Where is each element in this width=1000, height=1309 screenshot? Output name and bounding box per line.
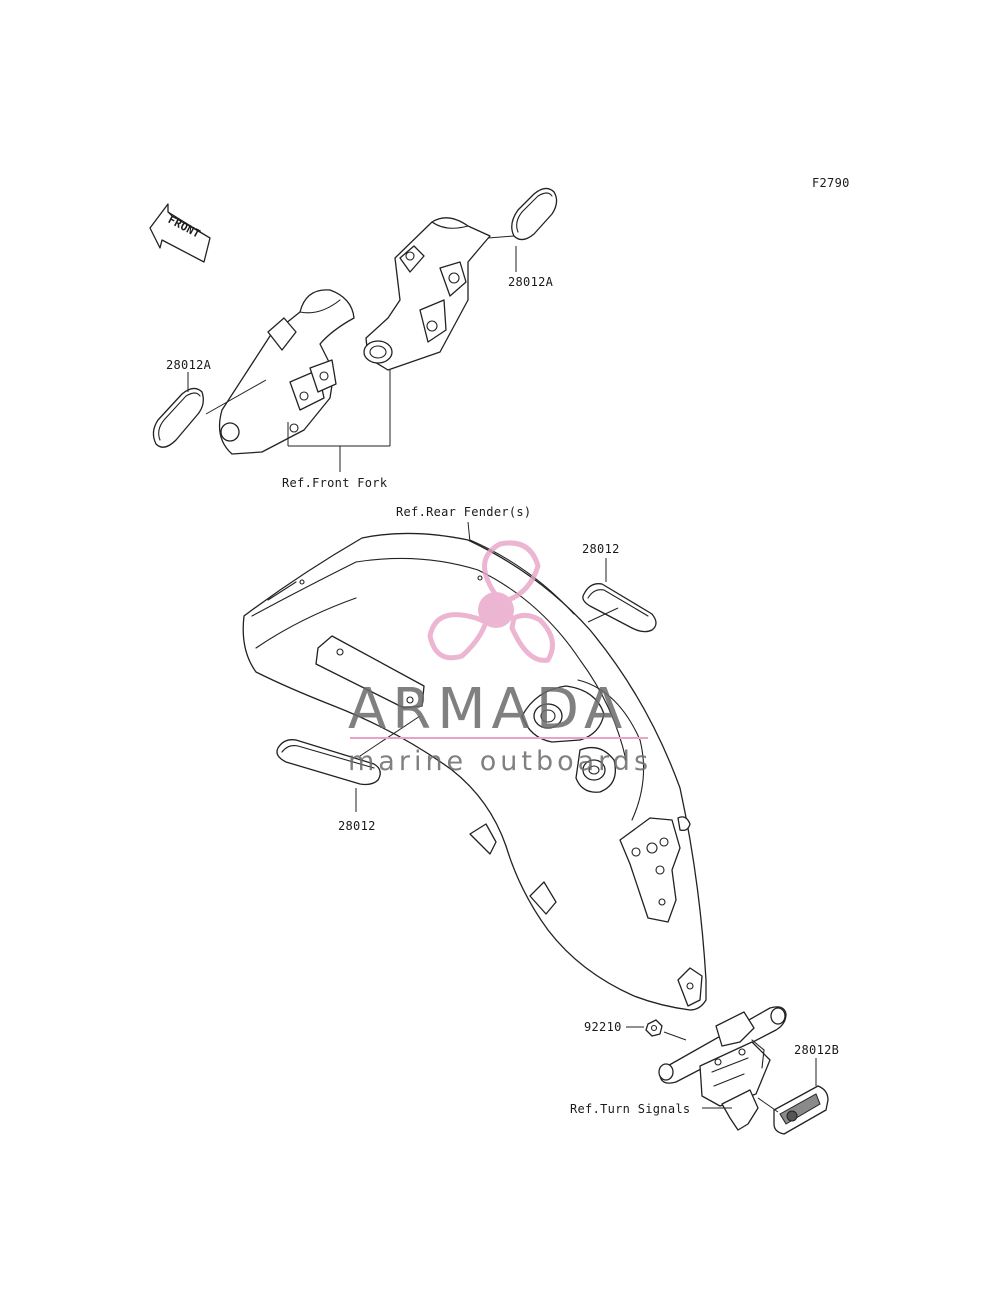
reflector-28012b [773, 1085, 829, 1135]
reflector-28012a-right [511, 187, 558, 241]
front-arrow-icon: FRONT [149, 203, 211, 263]
watermark-brand: ARMADA [348, 677, 628, 742]
front-fork-reference-bracket [287, 370, 391, 472]
reflector-28012-lower [276, 739, 381, 786]
reference-turn-signals: Ref.Turn Signals [570, 1102, 690, 1116]
reference-rear-fender: Ref.Rear Fender(s) [396, 505, 531, 519]
callout-28012a-left: 28012A [166, 358, 212, 372]
callout-28012b: 28012B [794, 1043, 839, 1057]
callout-28012-upper: 28012 [582, 542, 620, 556]
reference-front-fork: Ref.Front Fork [282, 476, 388, 490]
leader-rear-fender [467, 521, 471, 543]
leader-28012-upper-tip [587, 607, 619, 623]
nut-92210 [645, 1019, 663, 1037]
front-fork-right-leg [363, 217, 491, 371]
watermark-propeller-icon [427, 540, 555, 663]
rear-fender [242, 532, 707, 1011]
figure-id: F2790 [812, 176, 850, 190]
leader-28012b-tip [757, 1097, 779, 1113]
watermark-tagline: marine outboards [348, 746, 652, 777]
leader-28012a-left-tip [205, 379, 267, 415]
leader-92210-tip [663, 1031, 687, 1041]
turn-signal-assembly [658, 1006, 787, 1131]
leader-28012-lower-tip [359, 715, 421, 757]
reflector-28012a-left [152, 387, 204, 448]
front-fork-left-leg [218, 289, 355, 455]
callout-28012-lower: 28012 [338, 819, 376, 833]
reflector-28012-upper [582, 583, 657, 633]
callout-28012a-right: 28012A [508, 275, 554, 289]
callout-92210: 92210 [584, 1020, 622, 1034]
leader-28012a-right-tip [487, 235, 515, 239]
